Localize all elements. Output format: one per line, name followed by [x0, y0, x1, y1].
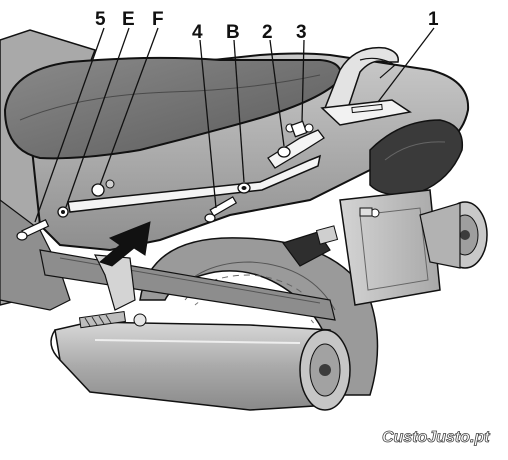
- side-rail-bracket: [67, 154, 322, 213]
- nut-3: [290, 120, 314, 138]
- label-3: 3: [296, 22, 307, 43]
- watermark-brand: CustoJusto.pt: [382, 429, 490, 446]
- washer-b: [237, 182, 251, 194]
- direction-arrow: [99, 221, 151, 267]
- turn-signal: [282, 225, 339, 267]
- fastener-right: [359, 207, 380, 218]
- grab-rail: [323, 46, 399, 109]
- label-e: E: [122, 9, 135, 30]
- label-5: 5: [95, 9, 106, 30]
- plate-holder: [339, 189, 441, 306]
- label-1: 1: [428, 9, 439, 30]
- footpeg: [78, 254, 147, 329]
- upper-bracket: [267, 129, 325, 169]
- seat: [3, 56, 342, 160]
- label-4: 4: [192, 22, 203, 43]
- label-b: B: [226, 22, 240, 43]
- right-silencer-end: [419, 201, 488, 269]
- leader-lines: [34, 27, 435, 223]
- label-2: 2: [262, 22, 273, 43]
- rack-plate: [320, 99, 412, 126]
- label-f: F: [152, 9, 164, 30]
- washer-e: [57, 206, 69, 218]
- watermark-logo: CustoJusto.pt: [382, 429, 491, 447]
- bolt-5: [16, 218, 50, 241]
- bolt-4: [204, 196, 238, 223]
- spacer-f: [91, 179, 115, 197]
- muffler: [50, 321, 351, 411]
